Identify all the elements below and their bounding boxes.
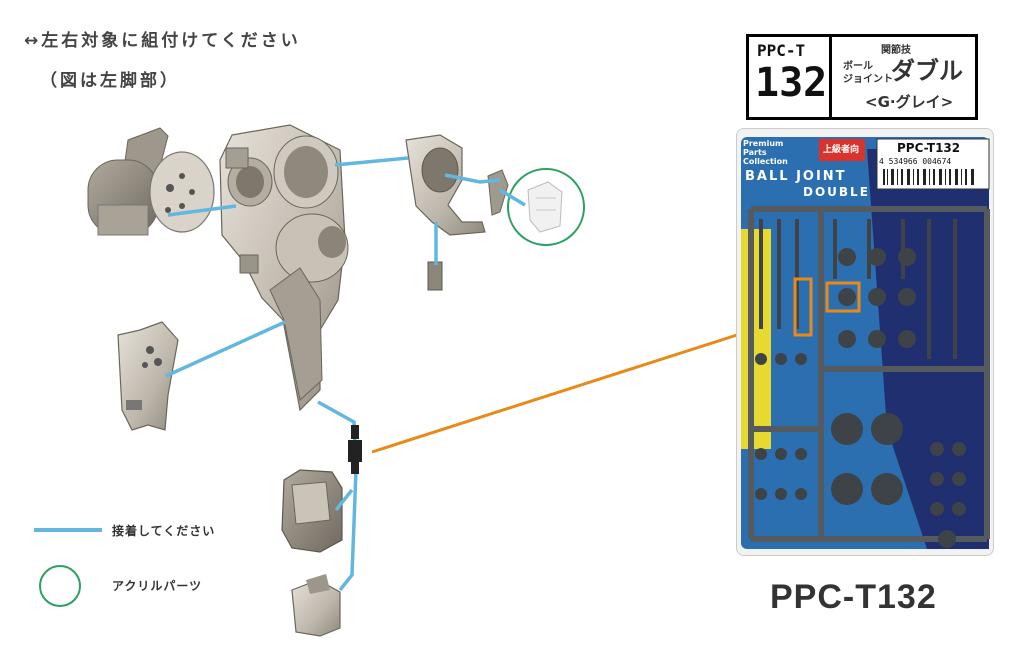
package-title-1: BALL JOINT xyxy=(745,169,847,184)
glue-legend-label: 接着してください xyxy=(112,524,216,538)
callout-line xyxy=(371,316,791,454)
package-brand-line3: Collection xyxy=(743,157,788,166)
package-brand-line1: Premium xyxy=(743,139,784,148)
badge-product-name: ダブル xyxy=(891,57,963,85)
badge-code-number: 132 xyxy=(755,60,828,106)
highlight-box-stick xyxy=(793,277,813,337)
badge-subtitle-1: ボール xyxy=(843,61,873,72)
hip-joint-part xyxy=(87,127,215,236)
acrylic-part xyxy=(507,168,585,246)
shin-plate-part xyxy=(117,321,179,431)
package-brand: Premium Parts Collection xyxy=(743,139,788,166)
knee-bracket-part xyxy=(405,134,509,291)
package-title-2: DOUBLE xyxy=(803,185,870,199)
acrylic-legend-label: アクリルパーツ xyxy=(112,579,203,593)
badge-code-box: PPC-T 132 xyxy=(749,37,832,117)
ankle-block-part xyxy=(281,469,343,637)
acrylic-legend-swatch xyxy=(39,565,81,607)
package-runner-parts xyxy=(755,219,966,548)
badge-color-variant: <G·グレイ> xyxy=(865,93,954,111)
package-sticker: 上級者向 xyxy=(823,145,860,155)
product-badge: PPC-T 132 関節技 ボール ジョイント ダブル <G·グレイ> xyxy=(746,34,978,120)
package-barcode-number: 4 534966 004674 xyxy=(879,157,952,166)
instruction-text: ↔左右対象に組付けてください xyxy=(24,31,301,51)
package-caption: PPC-T132 xyxy=(770,578,937,616)
thigh-main-part xyxy=(219,124,349,412)
package-brand-line2: Parts xyxy=(743,148,767,157)
highlight-box-joint xyxy=(825,281,861,313)
badge-subtitle-2: ジョイント xyxy=(843,74,893,85)
badge-category: 関節技 xyxy=(881,45,911,56)
package-code-label: PPC-T132 xyxy=(897,141,961,155)
product-package: Premium Parts Collection 上級者向 PPC-T132 4… xyxy=(736,128,994,556)
instruction-note: （図は左脚部） xyxy=(40,71,180,91)
badge-code-prefix: PPC-T xyxy=(757,41,806,60)
ball-joint-part xyxy=(348,425,362,474)
glue-legend-swatch xyxy=(34,528,102,532)
package-artwork xyxy=(741,137,990,549)
